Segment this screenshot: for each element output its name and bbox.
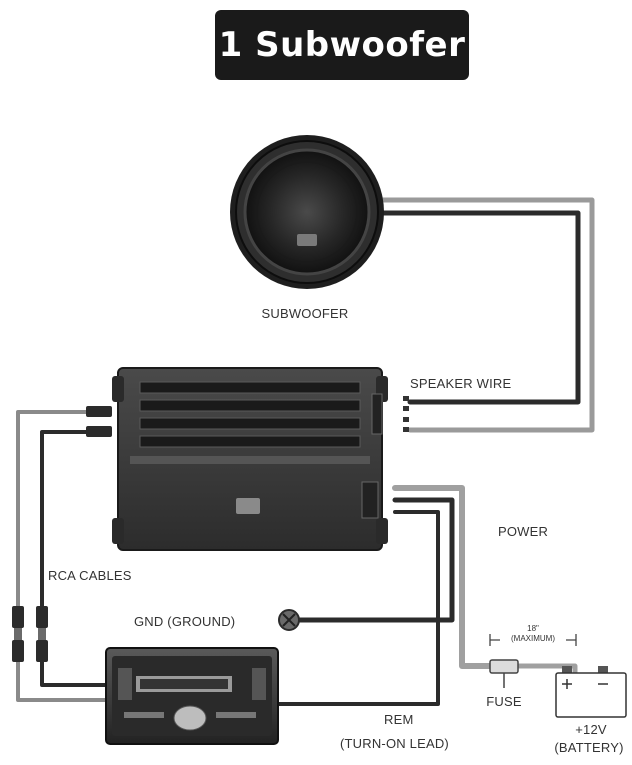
rca-plug (36, 640, 48, 662)
power-label: POWER (498, 524, 549, 539)
fuse-distance-note-label: (MAXIMUM) (500, 634, 566, 643)
ground-terminal-icon (278, 609, 300, 631)
rca-plug (86, 426, 112, 437)
title-banner: 1 Subwoofer (215, 10, 469, 80)
speaker-wires (373, 197, 595, 433)
rca-plug (36, 606, 48, 628)
rca-cables (12, 406, 112, 702)
gnd-label: GND (GROUND) (134, 614, 236, 629)
speaker-wire-light (373, 197, 595, 433)
turn-on-lead-label: (TURN-ON LEAD) (340, 736, 449, 751)
speaker-terminal (403, 396, 409, 401)
power-wires (273, 485, 578, 706)
ground-wire (297, 497, 455, 623)
speaker-terminal (403, 427, 409, 432)
diagram-title: 1 Subwoofer (218, 25, 466, 65)
subwoofer-icon (230, 135, 384, 289)
power-wire (392, 485, 493, 669)
battery-icon (555, 666, 627, 718)
battery-label: (BATTERY) (554, 740, 624, 755)
speaker-terminal (403, 406, 409, 411)
fuse-distance-label: 18" (527, 624, 539, 633)
rem-wire (273, 510, 440, 706)
rca-cable-outer (16, 410, 99, 608)
fuse-label: FUSE (486, 694, 522, 709)
rca-cables-label: RCA CABLES (48, 568, 132, 583)
rca-cable-inner (40, 430, 99, 608)
speaker-wire-label: SPEAKER WIRE (410, 376, 512, 391)
fuse-to-battery-wire (515, 663, 578, 675)
rca-plug (12, 640, 24, 662)
amplifier-icon (112, 367, 388, 551)
fuse-icon (489, 659, 519, 688)
rem-label: REM (384, 712, 414, 727)
speaker-wire-dark (373, 210, 581, 405)
rca-plug (12, 606, 24, 628)
subwoofer-label: SUBWOOFER (261, 306, 349, 321)
head-unit-icon (105, 647, 279, 745)
battery-voltage-label: +12V (575, 722, 607, 737)
speaker-terminal (403, 417, 409, 422)
rca-plug (86, 406, 112, 417)
